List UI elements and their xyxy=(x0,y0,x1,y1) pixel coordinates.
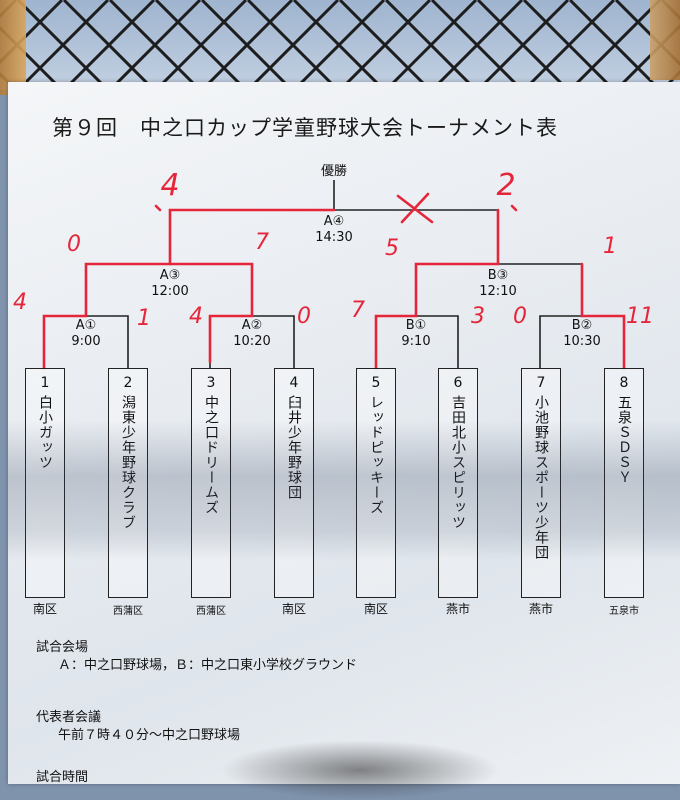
fence-wire xyxy=(384,0,478,90)
score-team-2: 1 xyxy=(137,306,151,331)
team-region-8: 五泉市 xyxy=(609,606,639,617)
sheet-title: 第９回 中之口カップ学童野球大会トーナメント表 xyxy=(52,116,558,140)
team-card-8: 8 五泉ＳＤＳＹ xyxy=(604,368,644,598)
venue-detail: Ａ：中之口野球場，Ｂ：中之口東小学校グラウンド xyxy=(58,658,358,673)
fence-wire xyxy=(292,0,386,90)
fence-wire xyxy=(338,0,432,90)
r1-b2-id: B② xyxy=(571,318,593,333)
team-number: 8 xyxy=(619,375,629,391)
team-region-6: 燕市 xyxy=(445,602,471,616)
team-name: レッドピッキーズ xyxy=(368,395,384,515)
fence-wire xyxy=(246,0,340,90)
fence-wire xyxy=(522,0,616,90)
team-name: 吉田北小スピリッツ xyxy=(450,395,466,530)
team-card-7: 7 小池野球スポーツ少年団 xyxy=(521,368,561,598)
meeting-heading: 代表者会議 xyxy=(36,710,102,725)
team-number: 1 xyxy=(40,375,50,391)
team-region-1: 南区 xyxy=(32,602,58,616)
team-region-4: 南区 xyxy=(281,602,307,616)
team-region-3: 西蒲区 xyxy=(196,606,226,617)
fence-wire xyxy=(16,0,110,90)
score-team-4: 0 xyxy=(297,304,311,329)
team-name: 五泉ＳＤＳＹ xyxy=(616,395,632,485)
chain-link-fence xyxy=(0,0,680,90)
team-region-2: 西蒲区 xyxy=(113,606,143,617)
team-card-3: 3 中之口ドリームズ xyxy=(191,368,231,598)
fence-wire xyxy=(476,0,570,90)
team-name: 白小ガッツ xyxy=(37,395,53,470)
score-semi-right-left: 5 xyxy=(385,236,399,261)
tape-left xyxy=(0,0,26,95)
r1-b1-time: 9:10 xyxy=(401,334,431,349)
final-time: 14:30 xyxy=(315,230,353,245)
r1-b1-id: B① xyxy=(405,318,427,333)
team-name: 臼井少年野球団 xyxy=(286,395,302,500)
team-number: 2 xyxy=(123,375,133,391)
team-card-4: 4 臼井少年野球団 xyxy=(274,368,314,598)
match-time-heading: 試合時間 xyxy=(36,770,89,785)
r1-a1-id: A① xyxy=(75,318,97,333)
r1-a1-time: 9:00 xyxy=(71,334,101,349)
score-team-5: 7 xyxy=(351,298,365,323)
fence-wire xyxy=(430,0,524,90)
team-region-7: 燕市 xyxy=(528,602,554,616)
venue-heading: 試合会場 xyxy=(36,640,89,655)
team-card-5: 5 レッドピッキーズ xyxy=(356,368,396,598)
team-number: 4 xyxy=(289,375,299,391)
team-card-6: 6 吉田北小スピリッツ xyxy=(438,368,478,598)
team-number: 5 xyxy=(371,375,381,391)
score-team-7: 0 xyxy=(513,304,527,329)
team-card-1: 1 白小ガッツ xyxy=(25,368,65,598)
r1-a2-time: 10:20 xyxy=(233,334,271,349)
fence-wire xyxy=(108,0,202,90)
team-name: 小池野球スポーツ少年団 xyxy=(533,395,549,560)
score-team-8: 11 xyxy=(626,304,654,329)
team-number: 7 xyxy=(536,375,546,391)
tournament-sheet xyxy=(8,82,680,784)
fence-wire xyxy=(62,0,156,90)
score-semi-left-right: 7 xyxy=(255,230,269,255)
champion-label: 優勝 xyxy=(320,164,348,179)
fence-wire xyxy=(568,0,662,90)
semi-right-id: B③ xyxy=(487,268,509,283)
team-card-2: 2 潟東少年野球クラブ xyxy=(108,368,148,598)
r1-a2-id: A② xyxy=(241,318,263,333)
score-final-right: 2 xyxy=(496,168,516,203)
fence-wire xyxy=(154,0,248,90)
team-number: 3 xyxy=(206,375,216,391)
r1-b2-time: 10:30 xyxy=(563,334,601,349)
fence-wire xyxy=(200,0,294,90)
score-final-left: 4 xyxy=(160,168,180,203)
team-name: 潟東少年野球クラブ xyxy=(120,395,136,530)
semi-left-id: A③ xyxy=(159,268,181,283)
score-team-3: 4 xyxy=(189,304,203,329)
score-team-6: 3 xyxy=(471,304,485,329)
score-semi-left-left: 0 xyxy=(67,232,81,257)
score-semi-right-right: 1 xyxy=(603,234,617,259)
team-number: 6 xyxy=(453,375,463,391)
team-name: 中之口ドリームズ xyxy=(203,395,219,515)
score-team-1: 4 xyxy=(13,290,27,315)
meeting-detail: 午前７時４０分～中之口野球場 xyxy=(58,728,241,743)
semi-left-time: 12:00 xyxy=(151,284,189,299)
fence-wires xyxy=(0,0,680,90)
final-id: A④ xyxy=(323,214,345,229)
team-region-5: 南区 xyxy=(363,602,389,616)
tape-right xyxy=(650,0,680,80)
finger-shadow xyxy=(220,740,500,800)
semi-right-time: 12:10 xyxy=(479,284,517,299)
